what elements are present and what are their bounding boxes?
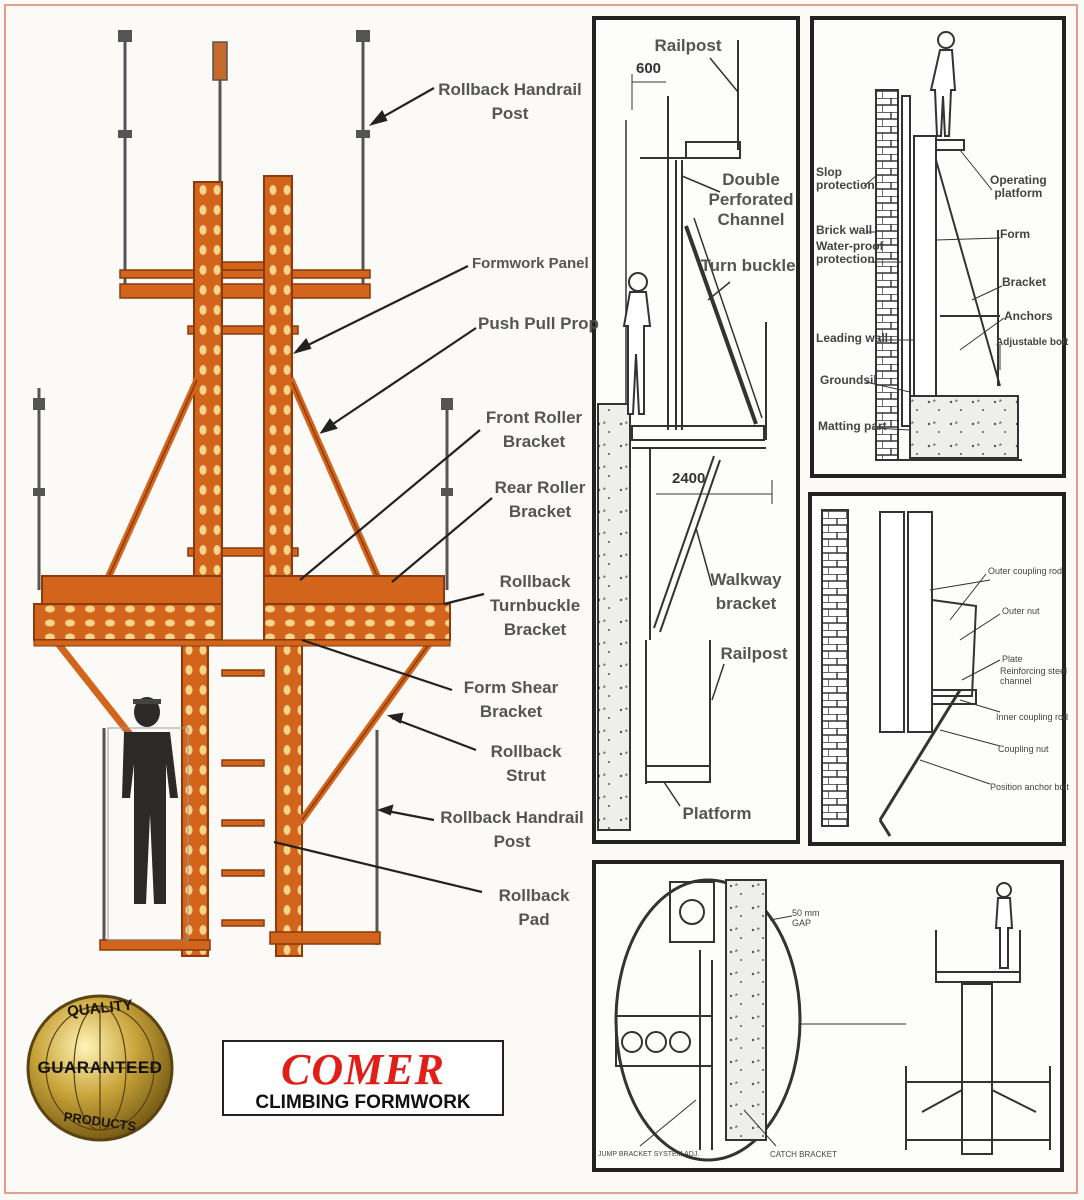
label-inner-coupling-rod: Inner coupling rod [996,712,1069,722]
label-catch-bracket: CATCH BRACKET [770,1150,837,1159]
label-outer-coupling-rod: Outer coupling rod [988,566,1063,576]
label-bracket: Bracket [1002,275,1047,289]
label-plate: Plate [1002,654,1023,664]
detail-view-drawing [614,878,1051,1162]
page-border [4,4,1078,1194]
label-platform: Platform [682,804,752,823]
main-leader-lines [273,87,493,894]
label-jump-bracket-system: JUMP BRACKET SYSTEM ADJ. [598,1151,700,1158]
seal-middle-text: GUARANTEED [37,1058,163,1077]
label-turn-buckle: Turn buckle [700,256,796,275]
quality-seal [26,994,174,1142]
label-form: Form [1000,227,1030,241]
label-dim-600: 600 [636,60,662,77]
label-leading-wall: Leading wall [816,331,889,345]
label-outer-nut: Outer nut [1002,606,1040,616]
section-view-drawing [597,40,773,831]
label-adjustable-bolt: Adjustable bolt [996,337,1069,348]
wall-view-drawing [863,31,1022,461]
brand-subtitle: CLIMBING FORMWORK [255,1092,471,1113]
brand-name: COMER [281,1045,445,1094]
anchor-view-drawing [821,509,1001,837]
label-position-anchor-bolt: Position anchor bolt [990,782,1070,792]
brand-logo: COMER CLIMBING FORMWORK [222,1040,504,1116]
label-dim-2400: 2400 [672,470,706,487]
main-structure [33,30,453,957]
label-matting-part: Matting part [818,419,887,433]
label-coupling-nut: Coupling nut [998,744,1049,754]
label-brick-wall: Brick wall [816,223,873,237]
panel-anchor-view [808,492,1066,846]
label-formwork-panel: Formwork Panel [472,255,589,272]
label-anchors: Anchors [1004,309,1053,323]
label-railpost-bottom: Railpost [720,644,788,663]
label-groundsil: Groundsil [820,373,877,387]
label-push-pull-prop: Push Pull Prop [478,314,599,333]
label-railpost-top: Railpost [654,36,722,55]
worker-icon [122,697,178,904]
